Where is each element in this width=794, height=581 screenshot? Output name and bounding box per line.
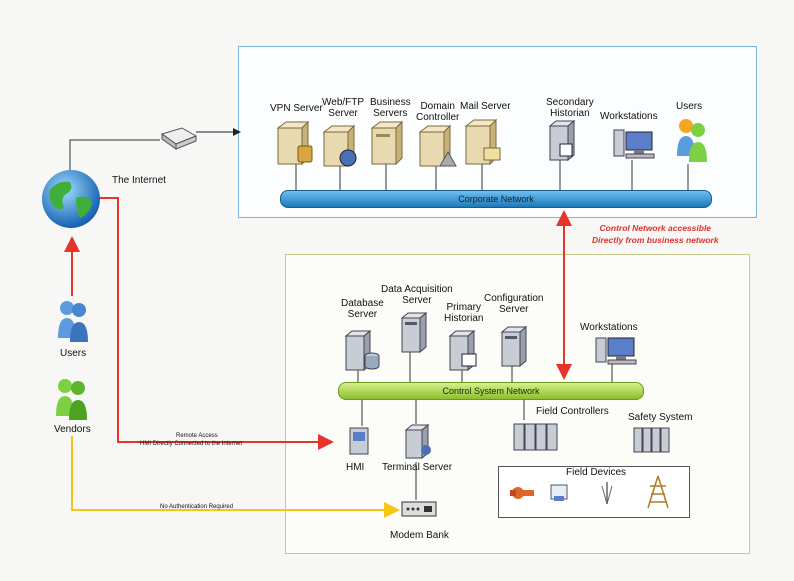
- business-servers-icon: [370, 120, 404, 166]
- vpn-server-label: VPN Server: [270, 103, 323, 114]
- vendors-icon: [56, 379, 87, 420]
- router-icon: [160, 127, 198, 150]
- remote-access-link: [96, 197, 334, 450]
- data-acquisition-server-label: Data Acquisition Server: [381, 284, 453, 306]
- business-servers-label: Business Servers: [370, 97, 411, 119]
- field-controllers-icon: [513, 423, 558, 451]
- antenna-icon: [601, 482, 613, 505]
- terminal-server-label: Terminal Server: [382, 462, 453, 473]
- web-ftp-server-label: Web/FTP Server: [322, 97, 365, 119]
- domain-controller-icon: [418, 124, 457, 168]
- external-users-label: Users: [60, 348, 87, 359]
- control-network-warning: Control Network accessible Directly from…: [592, 223, 719, 245]
- primary-historian-icon: [448, 330, 477, 372]
- data-acquisition-server-icon: [400, 312, 428, 354]
- field-devices-label: Field Devices: [566, 467, 627, 478]
- corporate-workstations-icon: [613, 129, 655, 159]
- valve-icon: [510, 487, 534, 499]
- database-server-icon: [344, 330, 380, 372]
- corporate-network-bus: Corporate Network: [280, 190, 712, 208]
- secondary-historian-icon: [548, 120, 576, 162]
- vendors-label: Vendors: [54, 424, 91, 435]
- modem-bank-icon: [401, 501, 437, 517]
- web-ftp-server-icon: [322, 124, 357, 168]
- mail-server-label: Mail Server: [460, 101, 511, 112]
- database-server-label: Database Server: [341, 298, 384, 320]
- no-auth-link: [71, 436, 400, 518]
- safety-system-label: Safety System: [628, 412, 693, 423]
- primary-historian-label: Primary Historian: [444, 302, 484, 324]
- power-tower-icon: [647, 475, 669, 509]
- configuration-server-icon: [500, 326, 528, 368]
- secondary-historian-label: Secondary Historian: [546, 97, 594, 119]
- globe-icon: [42, 170, 100, 228]
- hmi-internet-label: HMI Directly Connected to the Internet: [140, 441, 243, 447]
- sensor-icon: [550, 484, 568, 501]
- internet-label: The Internet: [112, 175, 166, 186]
- no-auth-label: No Authentication Required: [160, 504, 234, 510]
- corporate-users-label: Users: [676, 101, 703, 112]
- users-icon: [58, 301, 88, 342]
- mail-server-icon: [464, 118, 501, 166]
- modem-bank-label: Modem Bank: [390, 530, 449, 541]
- hmi-icon: [349, 427, 369, 455]
- field-controllers-label: Field Controllers: [536, 406, 609, 417]
- terminal-server-icon: [404, 424, 431, 460]
- corporate-users-icon: [677, 119, 707, 162]
- internet-link: [69, 139, 160, 170]
- vpn-server-icon: [276, 120, 313, 166]
- hmi-label: HMI: [346, 462, 365, 473]
- corporate-workstations-label: Workstations: [600, 111, 658, 122]
- control-workstations-label: Workstations: [580, 322, 638, 333]
- safety-system-icon: [633, 427, 670, 453]
- configuration-server-label: Configuration Server: [484, 293, 544, 315]
- remote-access-label: Remote Access: [176, 433, 218, 439]
- control-system-network-bus: Control System Network: [338, 382, 644, 400]
- control-workstations-icon: [595, 337, 637, 365]
- domain-controller-label: Domain Controller: [416, 101, 460, 123]
